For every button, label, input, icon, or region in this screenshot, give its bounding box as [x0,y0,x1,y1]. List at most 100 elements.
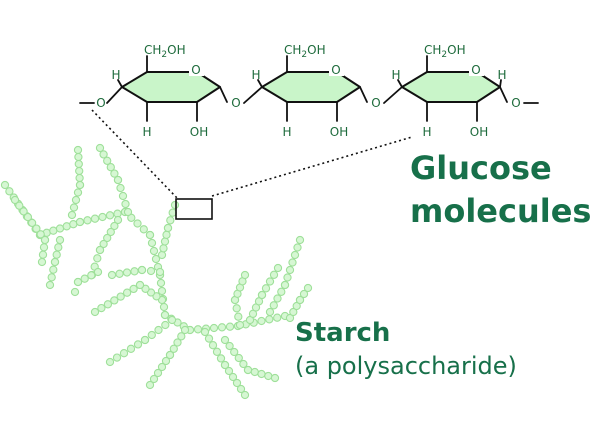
starch-bead [73,145,83,155]
starch-bead [103,233,112,243]
starch-bead [283,273,292,282]
bond-glycosidic [383,86,403,104]
starch-bead [105,211,115,220]
starch-bead [157,250,167,260]
ch2oh-group: CH2OH [144,43,186,60]
starch-bead [167,315,177,325]
starch-bead [93,267,103,277]
starch-bead [23,212,33,222]
starch-bead [153,368,163,378]
starch-bead [121,199,130,209]
starch-bead [261,284,271,293]
starch-bead [208,341,218,350]
starch-bead [105,357,115,367]
starch-branch [90,280,167,317]
starch-bead [273,313,282,322]
starch-bead [240,270,250,280]
starch-bead [10,195,20,205]
starch-bead [133,219,142,228]
starch-bead [177,332,186,341]
starch-bead [224,366,234,376]
hydrogen-atom: H [391,68,400,82]
starch-bead [265,307,275,317]
starch-bead [280,280,290,290]
starch-bead [116,183,125,193]
starch-bead [299,289,309,299]
starch-bead [232,304,241,313]
starch-bead [122,288,132,297]
starch-bead [5,187,14,196]
starch-branch [45,235,65,290]
starch-bead [19,207,28,216]
starch-bead [137,265,147,275]
starch-bead [45,280,55,290]
zoom-line-right [211,136,413,197]
starch-bead [193,325,203,334]
starch-bead [155,267,165,277]
glucose-ring [261,71,361,103]
starch-bead [234,353,243,363]
starch-bead [75,166,84,176]
starch-bead [270,373,280,383]
starch-bead [74,152,83,162]
hydrogen-atom: H [422,125,431,139]
starch-bead [157,295,167,305]
starch-bead [129,284,138,294]
bond-glycosidic [219,86,228,103]
starch-bead [169,344,178,353]
starch-bead [228,372,238,382]
ring-oxygen-bg [189,62,204,76]
starch-bead [106,163,115,172]
starch-branched-chain [0,143,313,400]
starch-bead [145,380,155,390]
starch-bead [257,369,266,379]
starch-bead [273,263,283,273]
starch-bead [90,214,100,223]
starch-branch [70,267,103,297]
starch-bead [39,243,49,252]
starch-bead [257,290,267,300]
starch-bead [116,292,125,301]
starch-bead [73,277,83,287]
starch-bead [303,283,313,293]
starch-bead [277,287,286,296]
starch-bead [106,227,115,237]
starch-bead [146,288,156,297]
starch-bead [95,245,105,255]
zoom-callout [91,109,413,220]
starch-branch [87,215,123,280]
zoom-box [175,198,213,220]
starch-bead [152,292,161,301]
hydrogen-atom: H [497,68,506,82]
glucose-label-line2: molecules [410,192,592,230]
starch-bead [69,203,79,212]
starch-bead [239,359,248,369]
starch-bead [52,250,61,259]
starch-bead [110,296,119,305]
ch2oh-group: CH2OH [284,43,326,60]
bond-glycosidic [106,86,123,104]
starch-bead [156,278,166,288]
starch-bead [75,217,85,227]
starch-branch [10,195,50,267]
starch-bead [47,273,56,282]
starch-bead [145,230,155,240]
starch-bead [115,269,124,278]
starch-bead [209,323,219,333]
starch-bead [67,210,77,220]
starch-bead [49,226,58,235]
starch-bead [285,265,295,275]
starch-bead [295,295,305,305]
starch-branch [230,270,250,330]
zoom-line-left [91,109,179,200]
starch-branch [107,265,165,280]
starch-bead [147,238,157,248]
starch-bead [54,243,63,252]
linkage-oxygen: O [231,96,240,110]
starch-bead [80,274,89,283]
starch-bead [289,307,298,317]
starch-bead [165,350,175,360]
starch-bead [217,323,227,332]
starch-bead [75,173,84,183]
